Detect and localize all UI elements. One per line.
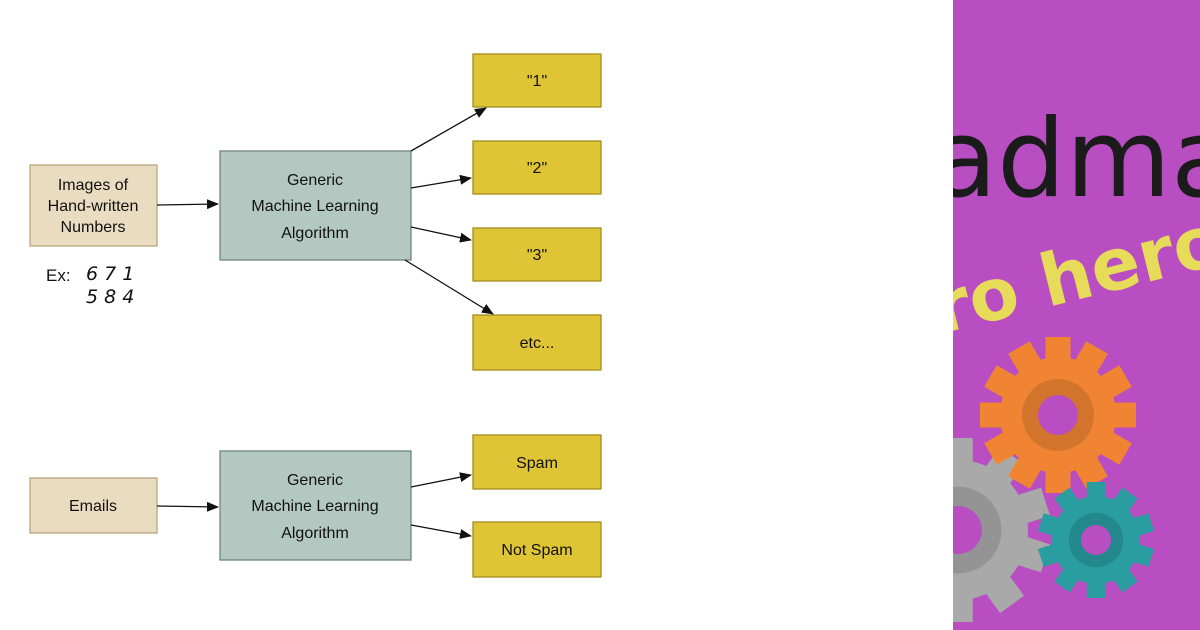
arrow-top-input-to-algo [156, 199, 219, 210]
top-algorithm-box: Generic Machine Learning Algorithm [219, 150, 412, 261]
bottom-output-spam: Spam [472, 434, 602, 490]
arrow-bottom-algo-to-not-spam [410, 524, 472, 539]
top-output-3-label: "3" [527, 247, 547, 264]
top-output-etc-label: etc... [520, 335, 555, 352]
gear-icon [980, 337, 1136, 493]
arrow-bottom-algo-to-spam [410, 472, 472, 488]
bottom-output-not-spam: Not Spam [472, 521, 602, 578]
example-label: Ex: [46, 266, 71, 285]
top-input-box: Images of Hand-written Numbers [29, 164, 158, 247]
side-graphic: admap ro hero [953, 0, 1200, 630]
bottom-input-label: Emails [69, 498, 117, 515]
side-word-1: admap [953, 97, 1200, 222]
side-graphic-panel: admap ro hero [953, 0, 1200, 630]
top-input-line-3: Numbers [61, 219, 126, 236]
arrow-top-algo-to-output-2 [410, 174, 472, 189]
top-output-1: "1" [472, 53, 602, 108]
arrow-bottom-input-to-algo [156, 501, 219, 512]
arrow-top-algo-to-output-etc [404, 259, 494, 315]
gear-icon [953, 438, 1051, 622]
arrow-top-algo-to-output-3 [410, 226, 472, 243]
bottom-algorithm-box: Generic Machine Learning Algorithm [219, 450, 412, 561]
top-output-etc: etc... [472, 314, 602, 371]
top-example: Ex: 6 7 1 5 8 4 [46, 263, 134, 308]
bottom-algo-line-3: Algorithm [281, 525, 349, 542]
bottom-output-spam-label: Spam [516, 455, 558, 472]
gear-icon [1037, 482, 1155, 598]
top-input-line-2: Hand-written [48, 198, 139, 215]
top-output-1-label: "1" [527, 73, 547, 90]
example-digits-row-2: 5 8 4 [86, 286, 134, 308]
top-output-2: "2" [472, 140, 602, 195]
bottom-algo-line-2: Machine Learning [251, 498, 378, 515]
bottom-input-box: Emails [29, 477, 158, 534]
arrow-top-algo-to-output-1 [410, 107, 487, 152]
top-algo-line-2: Machine Learning [251, 198, 378, 215]
top-output-2-label: "2" [527, 160, 547, 177]
top-algo-line-3: Algorithm [281, 225, 349, 242]
top-output-3: "3" [472, 227, 602, 282]
top-input-line-1: Images of [58, 177, 129, 194]
top-algo-line-1: Generic [287, 172, 343, 189]
bottom-output-not-spam-label: Not Spam [501, 542, 572, 559]
bottom-algo-line-1: Generic [287, 472, 343, 489]
example-digits-row-1: 6 7 1 [86, 263, 134, 285]
